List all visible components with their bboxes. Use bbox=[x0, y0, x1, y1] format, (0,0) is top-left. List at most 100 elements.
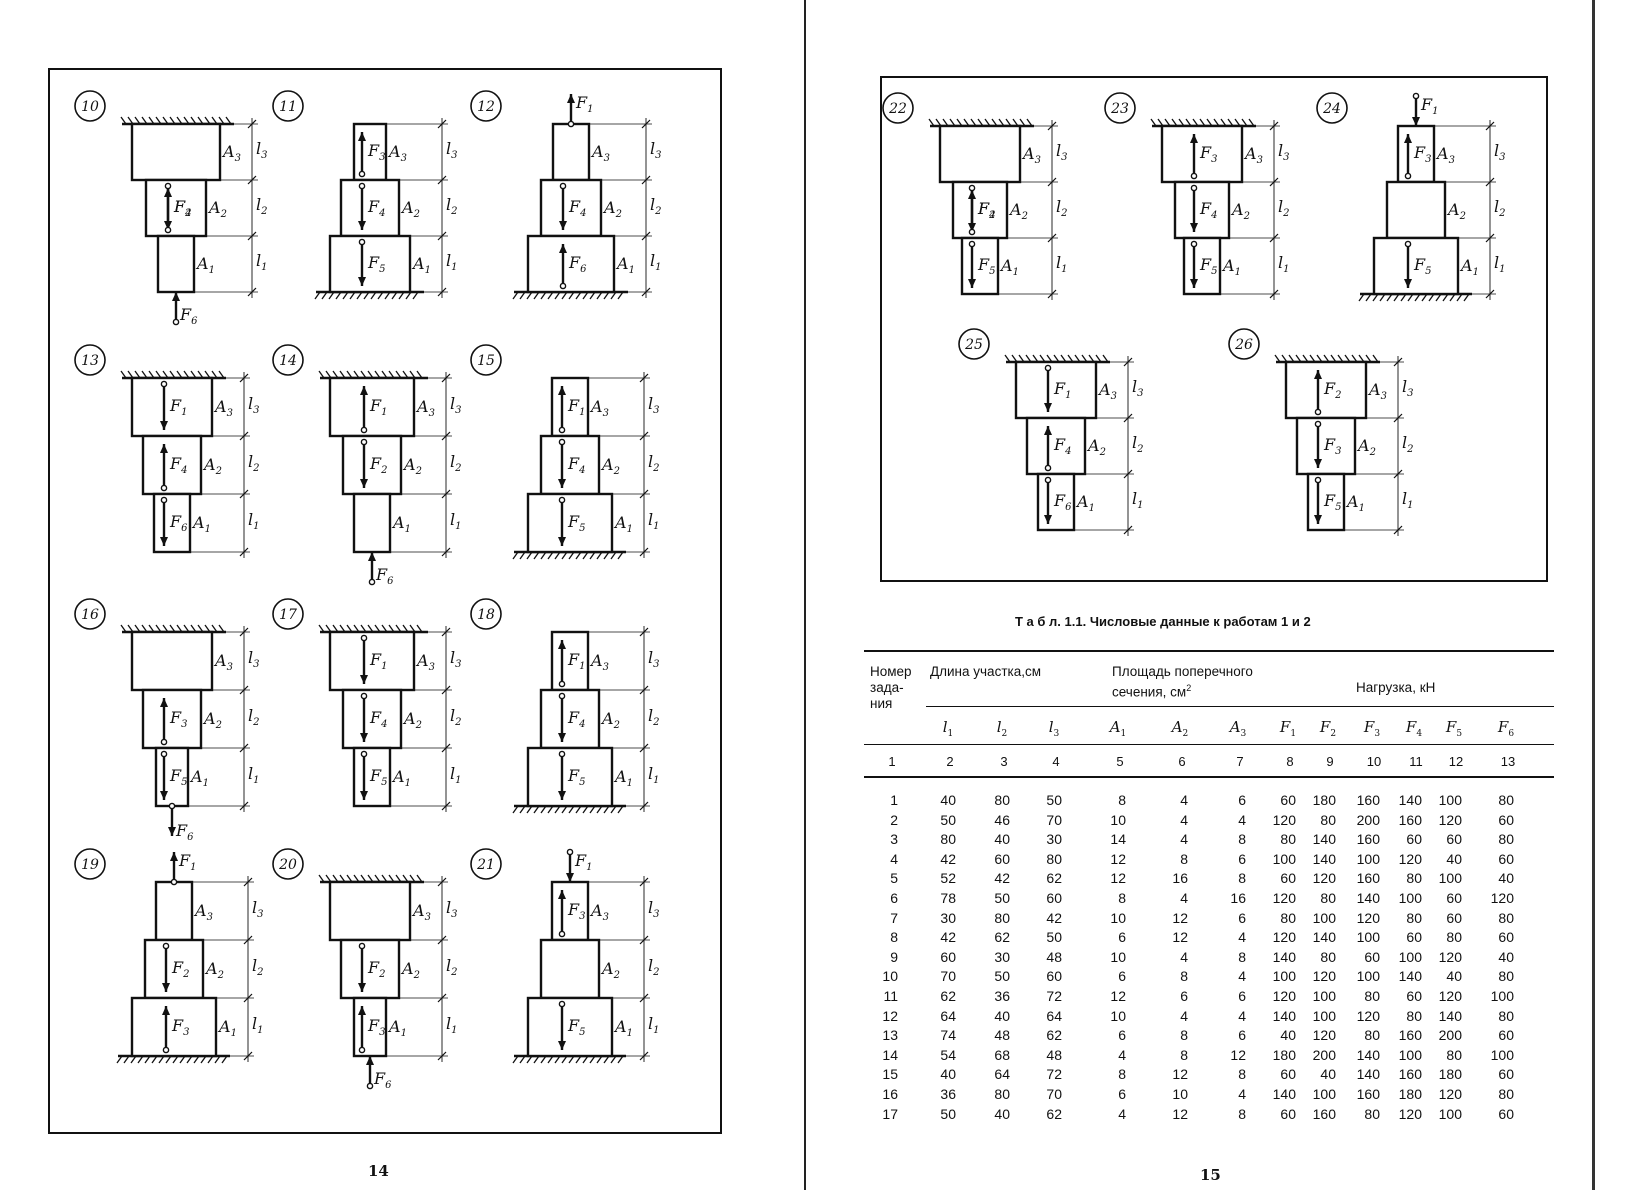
force-label: F5 bbox=[367, 253, 385, 275]
column-number: 6 bbox=[1178, 754, 1186, 769]
symbol-letter: A bbox=[1171, 718, 1183, 736]
force-label-index: 3 bbox=[1425, 154, 1431, 165]
length-label: l1 bbox=[1278, 253, 1290, 275]
column-number: 5 bbox=[1116, 754, 1124, 769]
table-cell: 6 bbox=[1238, 909, 1246, 926]
table-cell: 80 bbox=[994, 909, 1010, 926]
force-arrow-head bbox=[358, 221, 366, 230]
table-cell: 6 bbox=[890, 890, 898, 906]
table-cell: 60 bbox=[1498, 850, 1514, 867]
figure-number-circle bbox=[882, 92, 914, 124]
length-label: l3 bbox=[1494, 141, 1506, 163]
symbol-index: 3 bbox=[1374, 729, 1381, 739]
dimension-tick bbox=[441, 685, 451, 695]
force-label-letter: F bbox=[369, 650, 382, 669]
force-arrow-head bbox=[558, 890, 566, 899]
length-label-letter: l bbox=[648, 706, 653, 725]
length-label-index: 2 bbox=[454, 717, 461, 728]
symbol-letter: F bbox=[1319, 718, 1331, 736]
force-arrow-head bbox=[162, 983, 170, 992]
table-cell: 60 bbox=[1498, 1027, 1514, 1044]
length-label: l3 bbox=[252, 898, 264, 920]
area-label-letter: A bbox=[387, 1017, 401, 1036]
force-arrow-origin bbox=[558, 680, 566, 688]
column-number: 4 bbox=[1052, 754, 1060, 769]
area-label-letter: A bbox=[602, 198, 616, 217]
length-label: l2 bbox=[450, 452, 462, 474]
length-label-index: 2 bbox=[1060, 208, 1067, 219]
area-label-index: 3 bbox=[603, 408, 609, 419]
length-label: l1 bbox=[650, 251, 662, 273]
table-cell: 160 bbox=[1356, 792, 1380, 808]
bar-segment bbox=[328, 630, 416, 692]
area-label: A3 bbox=[1097, 380, 1117, 402]
table-cell: 60 bbox=[1046, 968, 1062, 985]
length-label: l2 bbox=[648, 956, 660, 978]
length-label-letter: l bbox=[248, 648, 253, 667]
force-label-letter: F bbox=[567, 512, 580, 531]
force-label-index: 3 bbox=[183, 1027, 189, 1038]
figure-number-circle bbox=[74, 848, 106, 880]
table-cell: 140 bbox=[1312, 929, 1336, 946]
table-cell: 60 bbox=[1280, 1105, 1296, 1122]
table-cell: 4 bbox=[1238, 968, 1246, 985]
symbol-letter: F bbox=[1363, 718, 1375, 736]
force-label: F6 bbox=[175, 821, 194, 843]
force-arrow-origin bbox=[360, 692, 368, 700]
hatch-mark bbox=[610, 1055, 617, 1064]
table-cell: 120 bbox=[1438, 811, 1462, 828]
dimension-tick bbox=[1393, 469, 1403, 479]
table-cell: 70 bbox=[1046, 1086, 1062, 1102]
force-arrow-head bbox=[558, 791, 566, 800]
force-label-letter: F bbox=[173, 197, 186, 216]
area-label: A2 bbox=[402, 455, 422, 477]
hatch-mark bbox=[211, 624, 218, 633]
force-label: F5 bbox=[1323, 491, 1341, 513]
symbol-A1: A1 bbox=[1098, 718, 1138, 739]
area-label-index: 1 bbox=[231, 1028, 237, 1039]
area-label: A1 bbox=[387, 1017, 407, 1039]
force-arrow-head bbox=[558, 1041, 566, 1050]
table-cell: 10 bbox=[1110, 948, 1126, 965]
area-label-index: 1 bbox=[629, 265, 635, 276]
table-cell: 10 bbox=[1110, 811, 1126, 828]
length-label-index: 2 bbox=[652, 967, 659, 978]
force-label-index: 4 bbox=[380, 719, 387, 730]
bar-segment bbox=[1014, 360, 1098, 420]
force-label-letter: F bbox=[568, 197, 581, 216]
force-arrow-head bbox=[170, 852, 178, 861]
dimension-tick bbox=[639, 935, 649, 945]
table-cell: 6 bbox=[1118, 1027, 1126, 1044]
bar-segment bbox=[130, 630, 214, 692]
table-cell: 80 bbox=[1320, 948, 1336, 965]
hatch-mark bbox=[512, 1055, 519, 1064]
table-cell: 46 bbox=[994, 811, 1010, 828]
dimension-tick bbox=[639, 627, 649, 637]
table-cell: 12 bbox=[1172, 1066, 1188, 1083]
table-cell: 100 bbox=[1490, 988, 1514, 1004]
table-cell: 120 bbox=[1272, 929, 1296, 946]
table-cell: 120 bbox=[1312, 968, 1336, 985]
area-label: A2 bbox=[1230, 200, 1250, 222]
length-label-index: 2 bbox=[454, 463, 461, 474]
force-label-letter: F bbox=[367, 958, 380, 977]
symbol-index: 2 bbox=[1182, 729, 1189, 739]
table-cell: 72 bbox=[1046, 1066, 1062, 1083]
force-label: F4 bbox=[1053, 435, 1071, 457]
figure-number-circle bbox=[470, 90, 502, 122]
length-label-letter: l bbox=[248, 764, 253, 783]
symbol-index: 1 bbox=[1290, 729, 1297, 739]
table-cell: 100 bbox=[1356, 929, 1380, 946]
table-cell: 70 bbox=[1046, 811, 1062, 828]
table-cell: 72 bbox=[1046, 988, 1062, 1004]
area-label-index: 1 bbox=[1089, 503, 1095, 514]
figure-number: 14 bbox=[279, 353, 297, 369]
length-label: l1 bbox=[1494, 253, 1506, 275]
area-label: A1 bbox=[1459, 256, 1479, 278]
book-spine bbox=[804, 0, 806, 1190]
table-cell: 36 bbox=[940, 1086, 956, 1102]
